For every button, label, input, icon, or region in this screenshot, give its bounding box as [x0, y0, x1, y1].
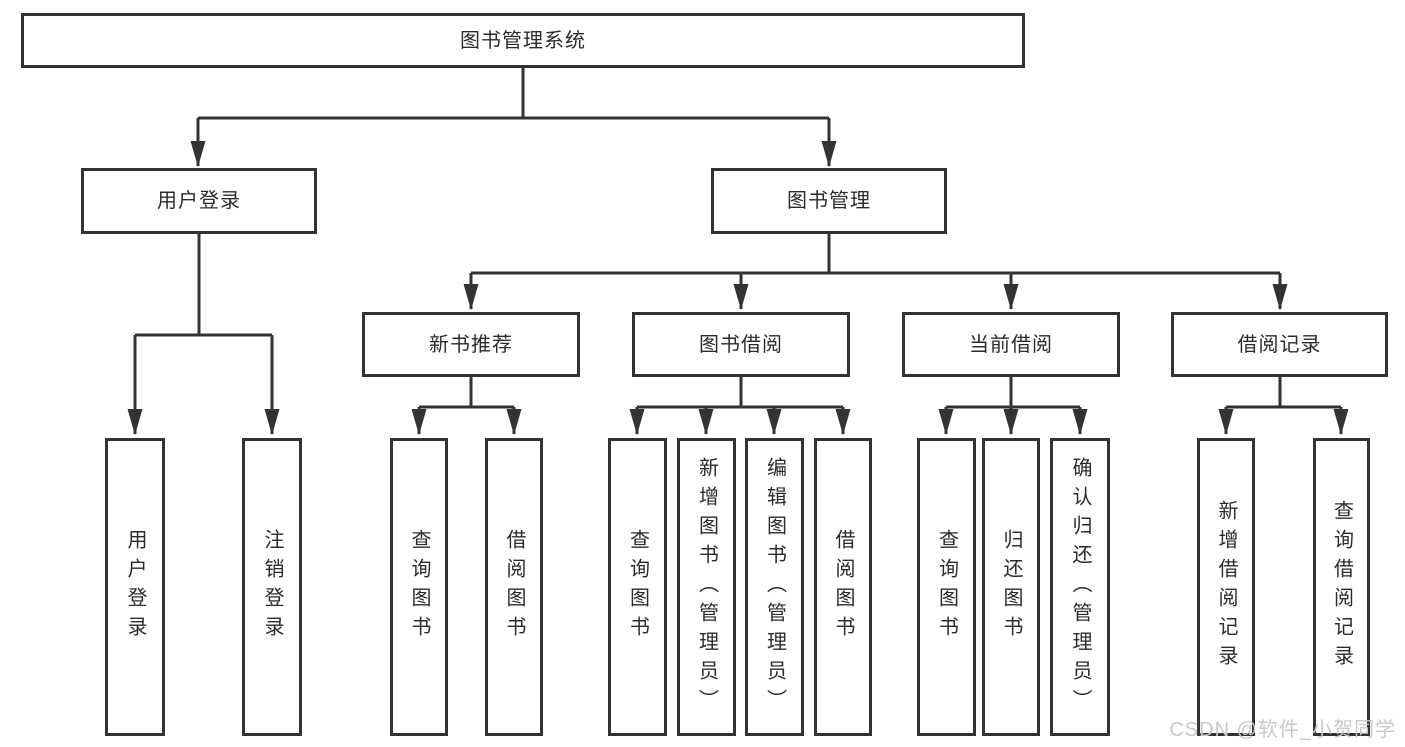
watermark: CSDN @软件_小贺同学: [1169, 719, 1396, 741]
leaf-confirm-return-admin: 确认归还（管理员）: [1050, 438, 1110, 736]
leaf-query-borrow-record-label: 查询借阅记录: [1330, 500, 1353, 674]
node-book-management-label: 图书管理: [787, 190, 871, 212]
node-book-management: 图书管理: [711, 168, 947, 234]
leaf-query-book-recommend: 查询图书: [390, 438, 448, 736]
leaf-borrow-book-recommend: 借阅图书: [485, 438, 543, 736]
leaf-query-book-borrow-label: 查询图书: [626, 529, 649, 645]
node-borrow-record: 借阅记录: [1171, 312, 1388, 377]
leaf-query-borrow-record: 查询借阅记录: [1313, 438, 1370, 736]
leaf-query-book-current: 查询图书: [917, 438, 976, 736]
leaf-query-book-recommend-label: 查询图书: [408, 529, 430, 645]
leaf-logout: 注销登录: [242, 438, 302, 736]
node-user-login-label: 用户登录: [157, 190, 241, 212]
leaf-edit-book-admin: 编辑图书（管理员）: [745, 438, 804, 736]
node-book-borrow: 图书借阅: [632, 312, 850, 377]
leaf-query-book-borrow: 查询图书: [608, 438, 667, 736]
leaf-add-borrow-record: 新增借阅记录: [1197, 438, 1255, 736]
leaf-borrow-book-borrow-label: 借阅图书: [832, 529, 854, 645]
leaf-edit-book-admin-label: 编辑图书（管理员）: [763, 456, 786, 718]
leaf-return-book-label: 归还图书: [1000, 529, 1022, 645]
leaf-user-login-label: 用户登录: [124, 529, 146, 645]
leaf-user-login: 用户登录: [105, 438, 165, 736]
node-root-system: 图书管理系统: [21, 13, 1025, 68]
node-root-label: 图书管理系统: [460, 29, 586, 52]
node-new-book-recommend: 新书推荐: [362, 312, 580, 377]
leaf-borrow-book-recommend-label: 借阅图书: [503, 529, 525, 645]
node-current-borrow: 当前借阅: [902, 312, 1120, 377]
leaf-confirm-return-admin-label: 确认归还（管理员）: [1069, 456, 1091, 718]
node-borrow-record-label: 借阅记录: [1237, 333, 1322, 356]
leaf-return-book: 归还图书: [982, 438, 1040, 736]
node-new-book-recommend-label: 新书推荐: [429, 333, 513, 356]
leaf-add-borrow-record-label: 新增借阅记录: [1215, 500, 1237, 674]
leaf-add-book-admin-label: 新增图书（管理员）: [695, 456, 718, 718]
leaf-query-book-current-label: 查询图书: [935, 529, 958, 645]
node-book-borrow-label: 图书借阅: [699, 333, 783, 356]
node-user-login: 用户登录: [81, 168, 317, 234]
leaf-borrow-book-borrow: 借阅图书: [814, 438, 872, 736]
leaf-logout-label: 注销登录: [261, 529, 283, 645]
leaf-add-book-admin: 新增图书（管理员）: [677, 438, 736, 736]
node-current-borrow-label: 当前借阅: [969, 333, 1053, 356]
